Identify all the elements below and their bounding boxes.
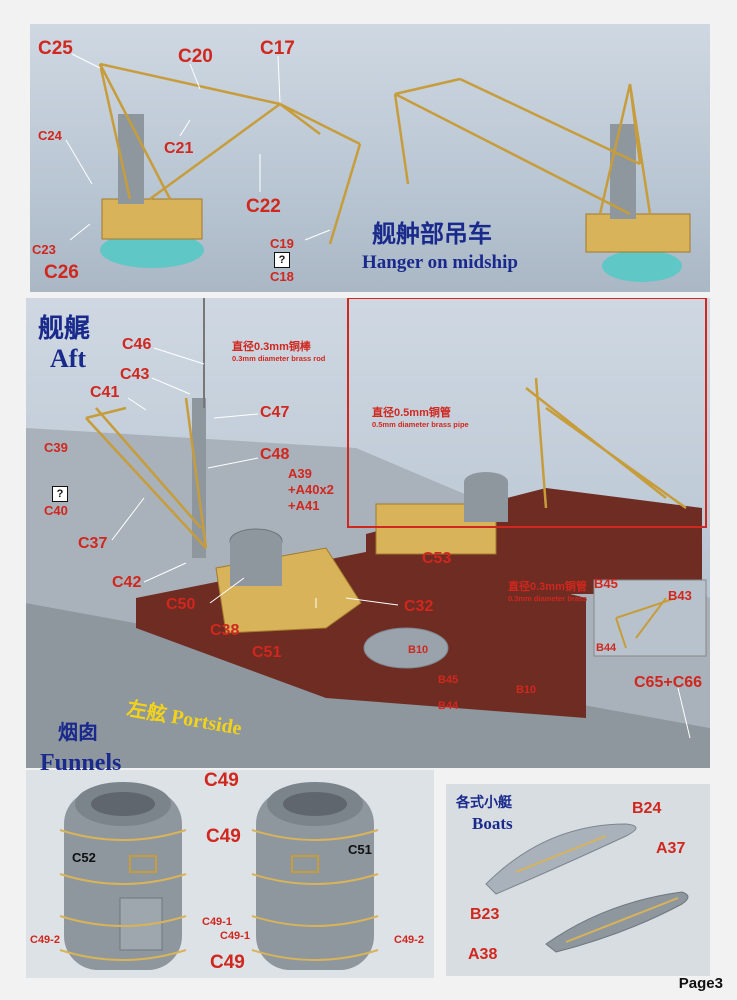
label-c37: C37 [78, 535, 108, 552]
note-brass-rod-03: 直径0.3mm铜棒 0.3mm diameter brass rod [232, 338, 325, 363]
panel-crane-midship: C25 C20 C17 C24 C21 C22 C23 C26 C19 ? C1… [30, 24, 710, 292]
unknown-part-icon: ? [274, 252, 290, 268]
label-c20: C20 [178, 46, 213, 67]
label-b24: B24 [632, 800, 662, 817]
aft-crane-frame [85, 397, 208, 549]
boats-illustration [485, 823, 689, 953]
label-c51: C51 [252, 644, 282, 661]
label-b45-main: B45 [438, 674, 459, 686]
label-c19: C19 [270, 236, 294, 251]
label-c38: C38 [210, 622, 240, 639]
crane-illustration [65, 53, 691, 282]
label-c21: C21 [164, 140, 194, 157]
label-c43: C43 [120, 366, 150, 383]
label-c18: C18 [270, 269, 294, 284]
title-aft-cn: 舰艉 [38, 314, 91, 344]
boat-upper [485, 823, 637, 895]
label-c49-1-left: C49-1 [202, 916, 232, 928]
leader-lines-aft [111, 347, 691, 739]
panel-aft: 舰艉 Aft C46 直径0.3mm铜棒 0.3mm diameter bras… [26, 298, 710, 768]
label-a39: A39 [288, 466, 312, 481]
label-c22: C22 [246, 196, 281, 217]
label-c39: C39 [44, 440, 68, 455]
title-crane-en: Hanger on midship [362, 252, 518, 273]
inset-crane-frame [525, 377, 687, 510]
label-c49-2-right: C49-2 [394, 934, 424, 946]
label-c40: C40 [44, 503, 68, 518]
crane-frame-left [98, 62, 362, 245]
label-c49-middle: C49 [206, 826, 241, 847]
label-c49-bottom: C49 [210, 952, 245, 973]
label-c41: C41 [90, 384, 120, 401]
label-c49-2-left: C49-2 [30, 934, 60, 946]
label-c24: C24 [38, 128, 62, 143]
panel-boats: 各式小艇 Boats B24 A37 B23 A38 [446, 784, 710, 976]
crane-frame-right [393, 77, 652, 216]
note-brass-pipe-05: 直径0.5mm铜管 0.5mm diameter brass pipe [372, 404, 469, 429]
title-aft-en: Aft [50, 344, 87, 373]
funnels-illustration [59, 782, 379, 970]
funnel-body [230, 541, 282, 586]
page-number: Page3 [678, 975, 723, 992]
note-brass-rod-03-en: 0.3mm diameter brass rod [232, 354, 326, 363]
crane-column-right [610, 124, 636, 219]
label-c49-top: C49 [204, 770, 239, 791]
label-c48: C48 [260, 446, 290, 463]
unknown-part-icon-aft: ? [52, 486, 68, 502]
label-a37: A37 [656, 840, 686, 857]
leader-lines-top [65, 53, 331, 241]
note-brass-pipe-05-cn: 直径0.5mm铜管 [372, 407, 451, 419]
note-brass-03-en: 0.3mm diameter brass [508, 594, 588, 603]
label-c53: C53 [422, 550, 452, 567]
label-b10-right: B10 [516, 684, 537, 696]
title-funnels-cn: 烟囱 [58, 720, 98, 744]
aft-deck-illustration [26, 298, 710, 768]
label-b23: B23 [470, 906, 500, 923]
label-c26: C26 [44, 262, 79, 283]
crane-base-left [100, 232, 204, 268]
note-brass-rod-03-cn: 直径0.3mm铜棒 [232, 341, 311, 353]
title-boats-en: Boats [472, 814, 513, 833]
crane-platform-left [101, 198, 203, 240]
funnel-left [64, 782, 182, 970]
label-c65-c66: C65+C66 [634, 674, 703, 691]
label-c49-1-right: C49-1 [220, 930, 250, 942]
label-c23: C23 [32, 242, 56, 257]
funnel-right [256, 782, 374, 970]
note-brass-03: 直径0.3mm铜管 0.3mm diameter brass [508, 578, 587, 603]
label-b44-inset: B44 [596, 642, 617, 654]
label-c46: C46 [122, 336, 152, 353]
note-brass-03-cn: 直径0.3mm铜管 [508, 581, 587, 593]
label-a41: +A41 [288, 498, 320, 513]
title-crane-cn: 舰舯部吊车 [372, 219, 492, 248]
label-b44-main: B44 [438, 700, 459, 712]
label-c47: C47 [260, 404, 290, 421]
boat-lower [545, 891, 689, 953]
detail-part-b43 [615, 597, 677, 649]
crane-platform-right [585, 213, 691, 253]
label-c52: C52 [72, 850, 96, 865]
label-c42: C42 [112, 574, 142, 591]
funnel-brass-bands [59, 829, 379, 961]
label-c25: C25 [38, 38, 73, 59]
label-c32: C32 [404, 598, 434, 615]
label-c51-funnel: C51 [348, 842, 372, 857]
label-a40: +A40x2 [288, 482, 334, 497]
inset-highlight-box [347, 298, 707, 528]
note-brass-pipe-05-en: 0.5mm diameter brass pipe [372, 420, 469, 429]
title-boats-cn: 各式小艇 [456, 795, 512, 811]
inset-funnel-body [464, 482, 508, 522]
turntable [363, 627, 449, 669]
label-c17: C17 [260, 38, 295, 59]
label-c50: C50 [166, 596, 196, 613]
crane-base-right [602, 250, 682, 282]
label-b45-inset: B45 [594, 576, 618, 591]
label-a38: A38 [468, 946, 498, 963]
label-b43: B43 [668, 588, 692, 603]
panel-funnels: C52 C51 C49-1 C49-2 C49-1 C49-2 [26, 770, 434, 978]
label-b10-left: B10 [408, 644, 429, 656]
